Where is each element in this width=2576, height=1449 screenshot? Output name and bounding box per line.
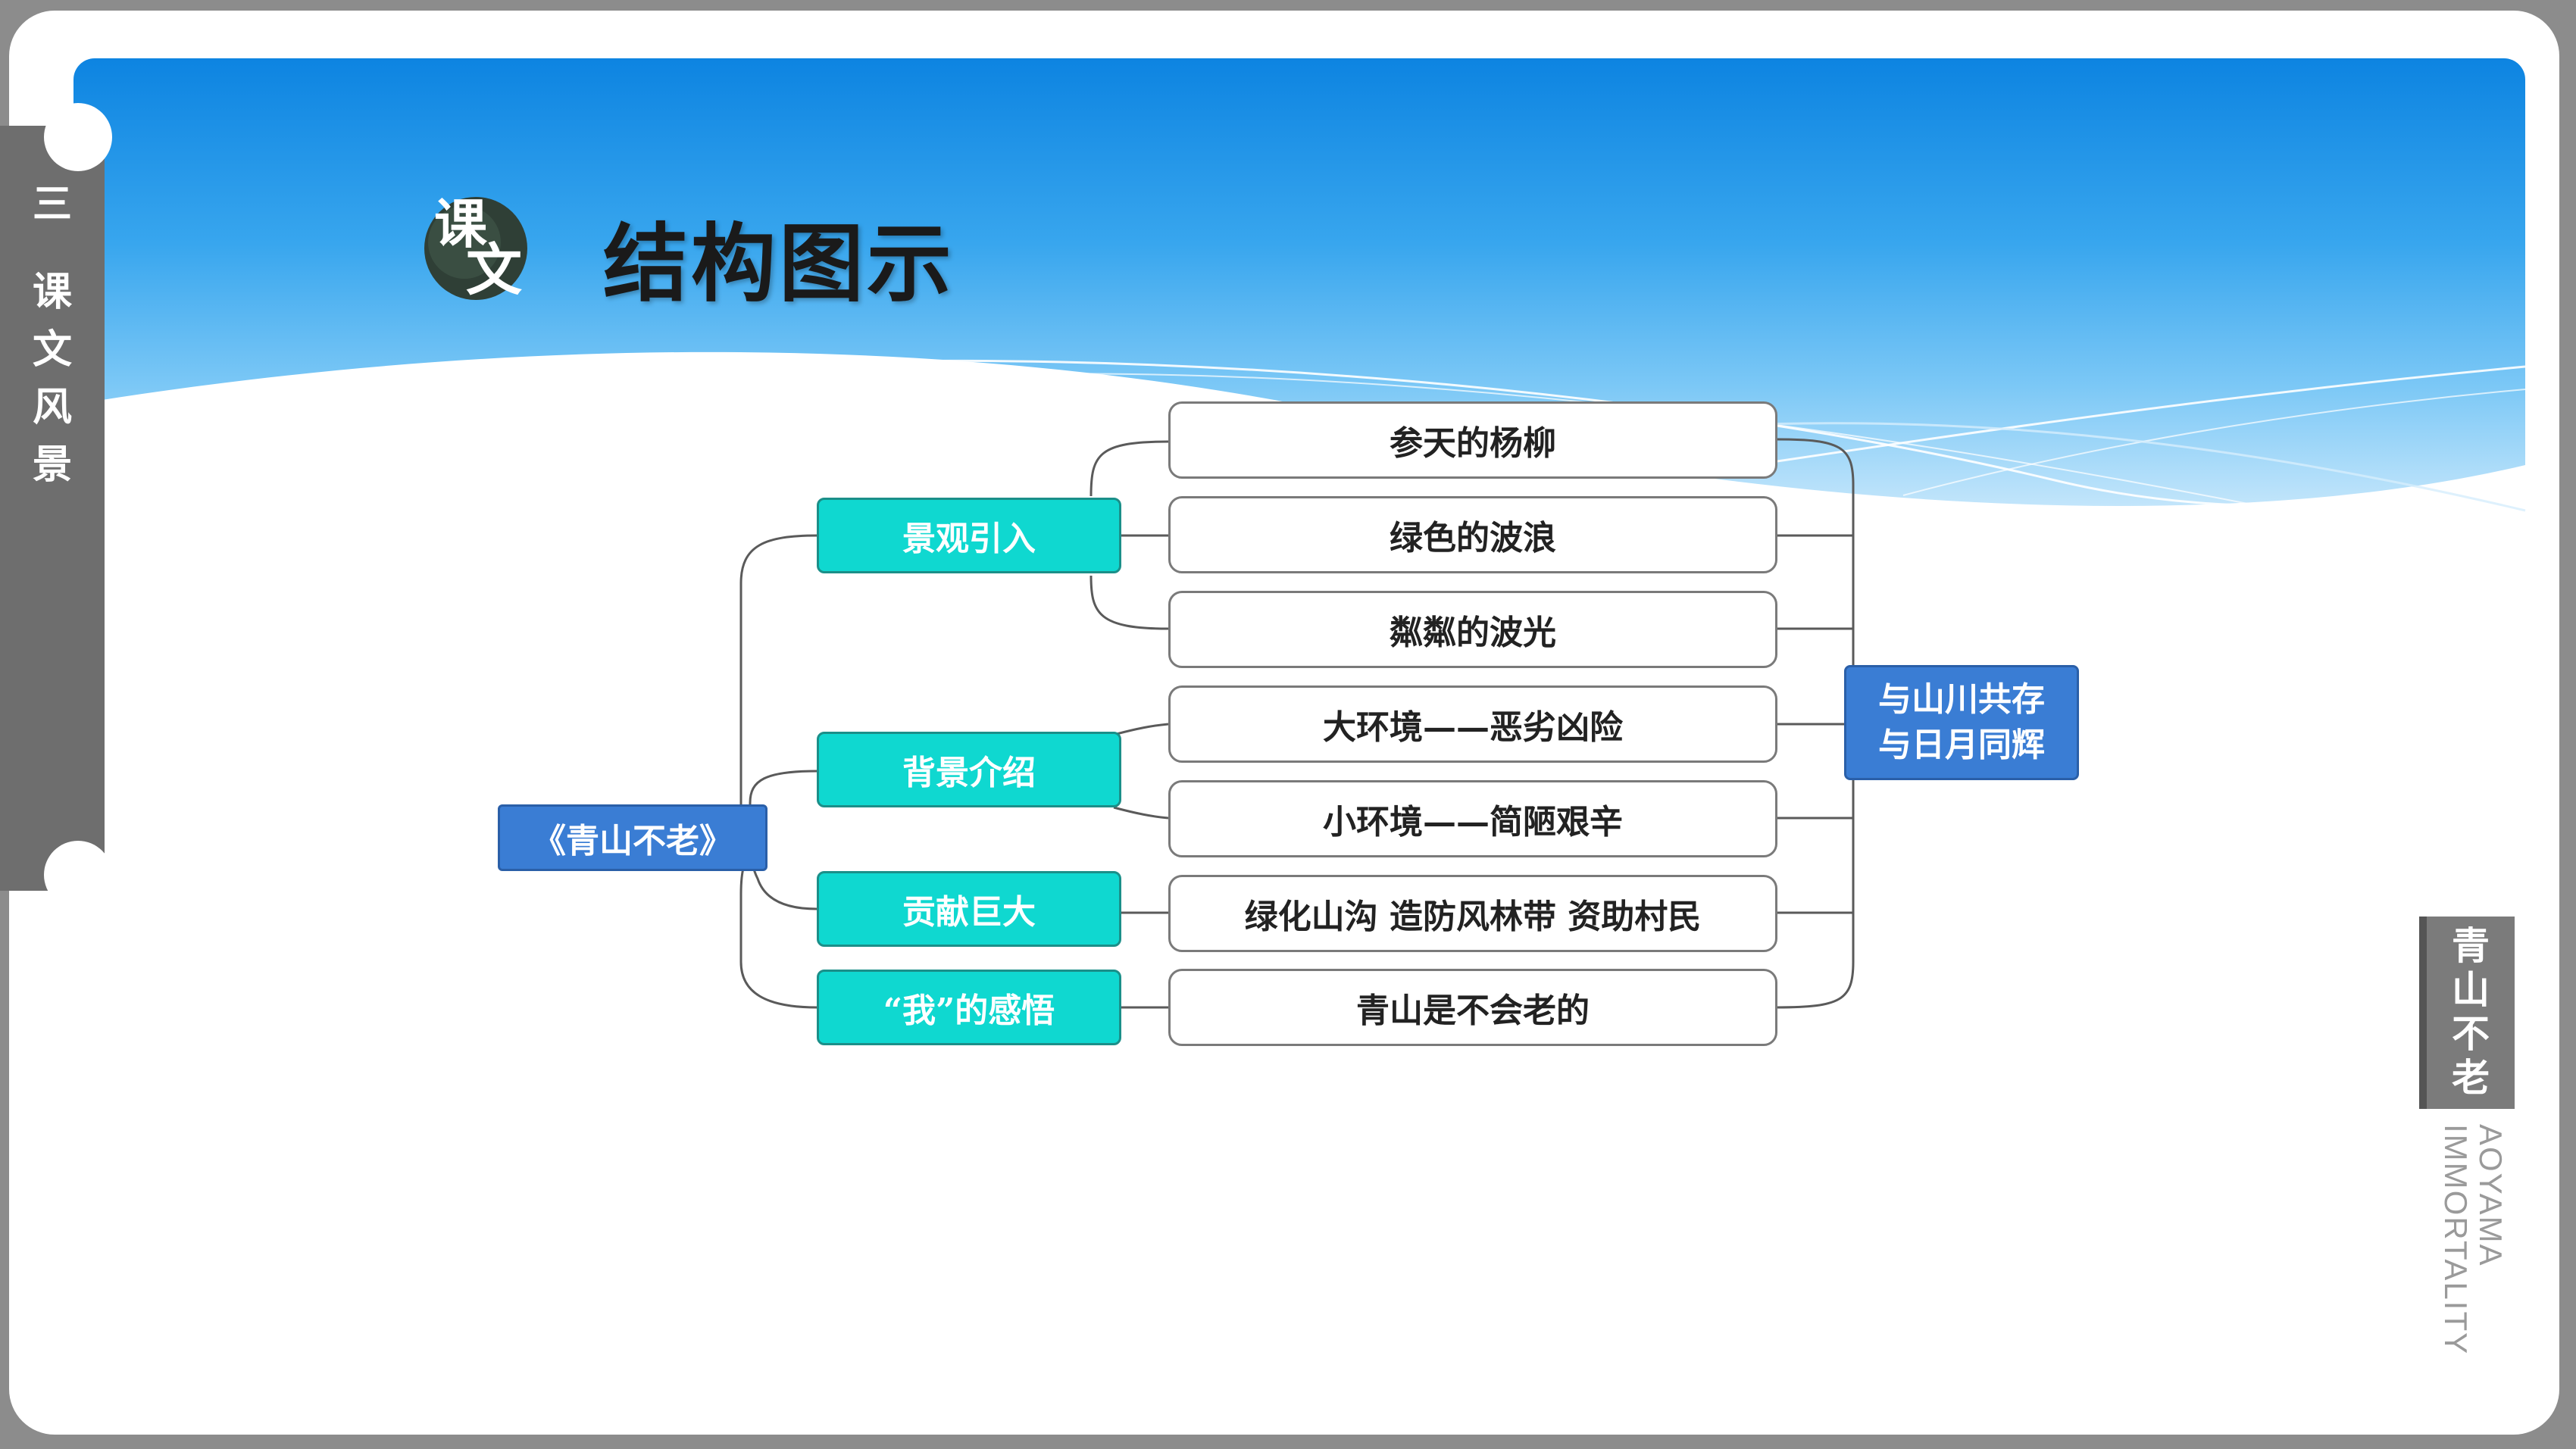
lesson-char: 青 [2452,923,2490,968]
lesson-english-title: AOYAMA IMMORTALITY [2424,1124,2509,1359]
slide [9,11,2559,1435]
badge-char: 文 [466,238,522,303]
chapter-side-tab [0,126,105,891]
root-node: 《青山不老》 [498,804,767,871]
leaf-node: 参天的杨柳 [1168,401,1777,479]
page-title: 结构图示 [603,214,955,314]
leaf-node: 绿化山沟 造防风林带 资助村民 [1168,875,1777,952]
lesson-title-tab: 青 山 不 老 [2419,917,2515,1109]
leaf-node: 小环境——简陋艰辛 [1168,780,1777,857]
branch-node-scenery: 景观引入 [817,498,1121,573]
chapter-char: 课 [32,269,72,315]
english-line: AOYAMA [2473,1124,2509,1267]
branch-node-contribution: 贡献巨大 [817,871,1121,947]
branch-node-reflection: “我”的感悟 [817,970,1121,1045]
chapter-char: 文 [32,326,72,373]
leaf-node: 大环境——恶劣凶险 [1168,685,1777,763]
lesson-char: 不 [2452,1011,2490,1056]
ink-badge-icon: 课 文 [424,192,527,303]
lesson-char: 山 [2452,967,2490,1012]
chapter-char: 景 [32,442,72,488]
leaf-node: 绿色的波浪 [1168,496,1777,573]
lesson-char: 老 [2452,1055,2490,1100]
branch-node-background: 背景介绍 [817,732,1121,807]
side-tab-notch-bottom [44,841,112,909]
summary-line: 与山川共存 [1878,680,2045,719]
chapter-char: 风 [32,384,72,430]
badge-char: 课 [434,192,488,255]
english-line: IMMORTALITY [2438,1124,2474,1356]
summary-node: 与山川共存 与日月同辉 [1844,665,2079,780]
side-tab-notch-top [44,103,112,171]
chapter-number: 三 [32,181,72,227]
leaf-node: 青山是不会老的 [1168,969,1777,1046]
summary-line: 与日月同辉 [1878,726,2045,764]
leaf-node: 粼粼的波光 [1168,591,1777,668]
chapter-side-label: 三 课 文 风 景 [0,176,105,494]
